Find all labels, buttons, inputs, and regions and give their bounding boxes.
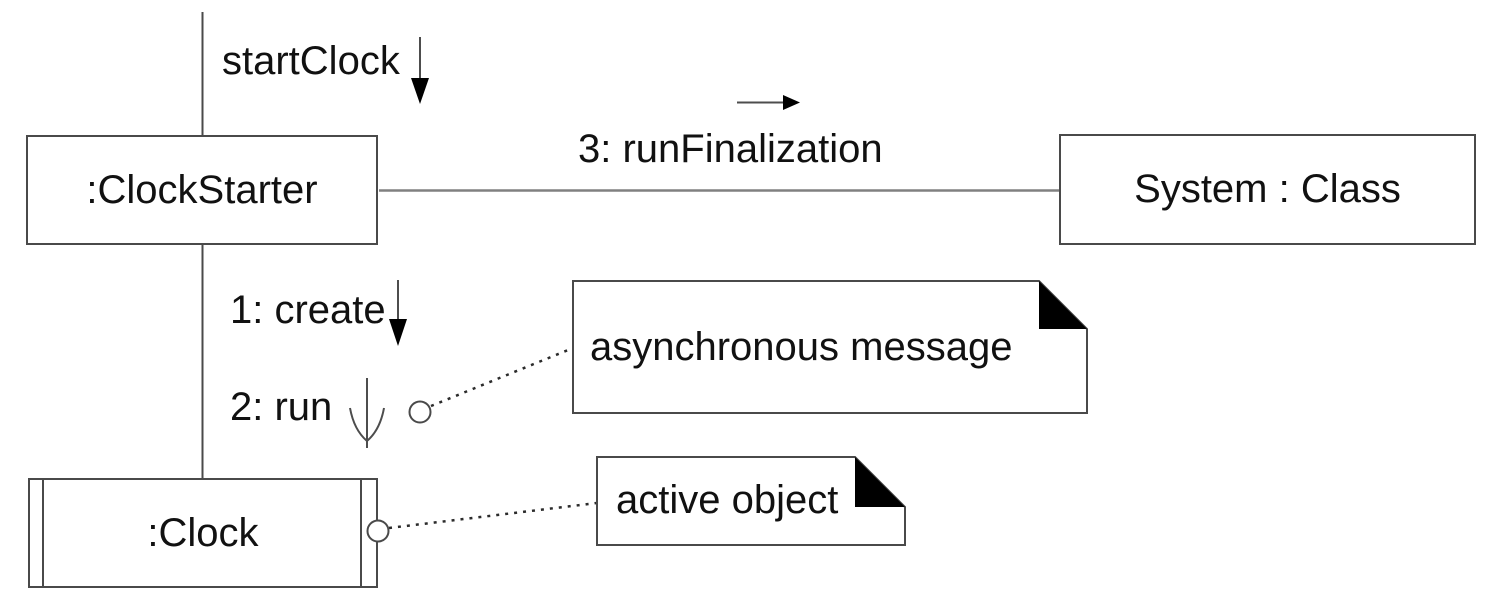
- node-system-class[interactable]: System : Class: [1059, 134, 1476, 245]
- note-link-asynchronous: [430, 346, 574, 408]
- note-link-active: [388, 501, 598, 530]
- startclock-arrow-head-icon: [411, 78, 429, 104]
- runfinalization-arrow-head-icon: [783, 95, 800, 110]
- note-anchor-circle-run: [408, 400, 432, 424]
- active-object-right-rail: [360, 480, 362, 586]
- note-active-text: active object: [616, 478, 839, 522]
- message-label-runfinalization: 3: runFinalization: [578, 127, 883, 171]
- run-arrow-open-head-icon: [349, 407, 385, 443]
- active-object-left-rail: [42, 480, 44, 586]
- message-label-create: 1: create: [230, 288, 386, 332]
- node-system-class-label: System : Class: [1134, 167, 1401, 211]
- create-arrow-head-icon: [389, 319, 407, 346]
- node-clockstarter-label: :ClockStarter: [86, 167, 318, 212]
- note-active-fold-icon: [855, 457, 905, 507]
- node-clock-label: :Clock: [147, 510, 259, 555]
- note-asynchronous-text: asynchronous message: [590, 325, 1013, 369]
- message-label-startclock: startClock: [222, 39, 400, 83]
- node-clockstarter[interactable]: :ClockStarter: [26, 135, 378, 245]
- node-clock-active-object[interactable]: :Clock: [28, 478, 378, 588]
- note-asynchronous-fold-icon: [1039, 281, 1087, 329]
- message-label-run: 2: run: [230, 385, 333, 429]
